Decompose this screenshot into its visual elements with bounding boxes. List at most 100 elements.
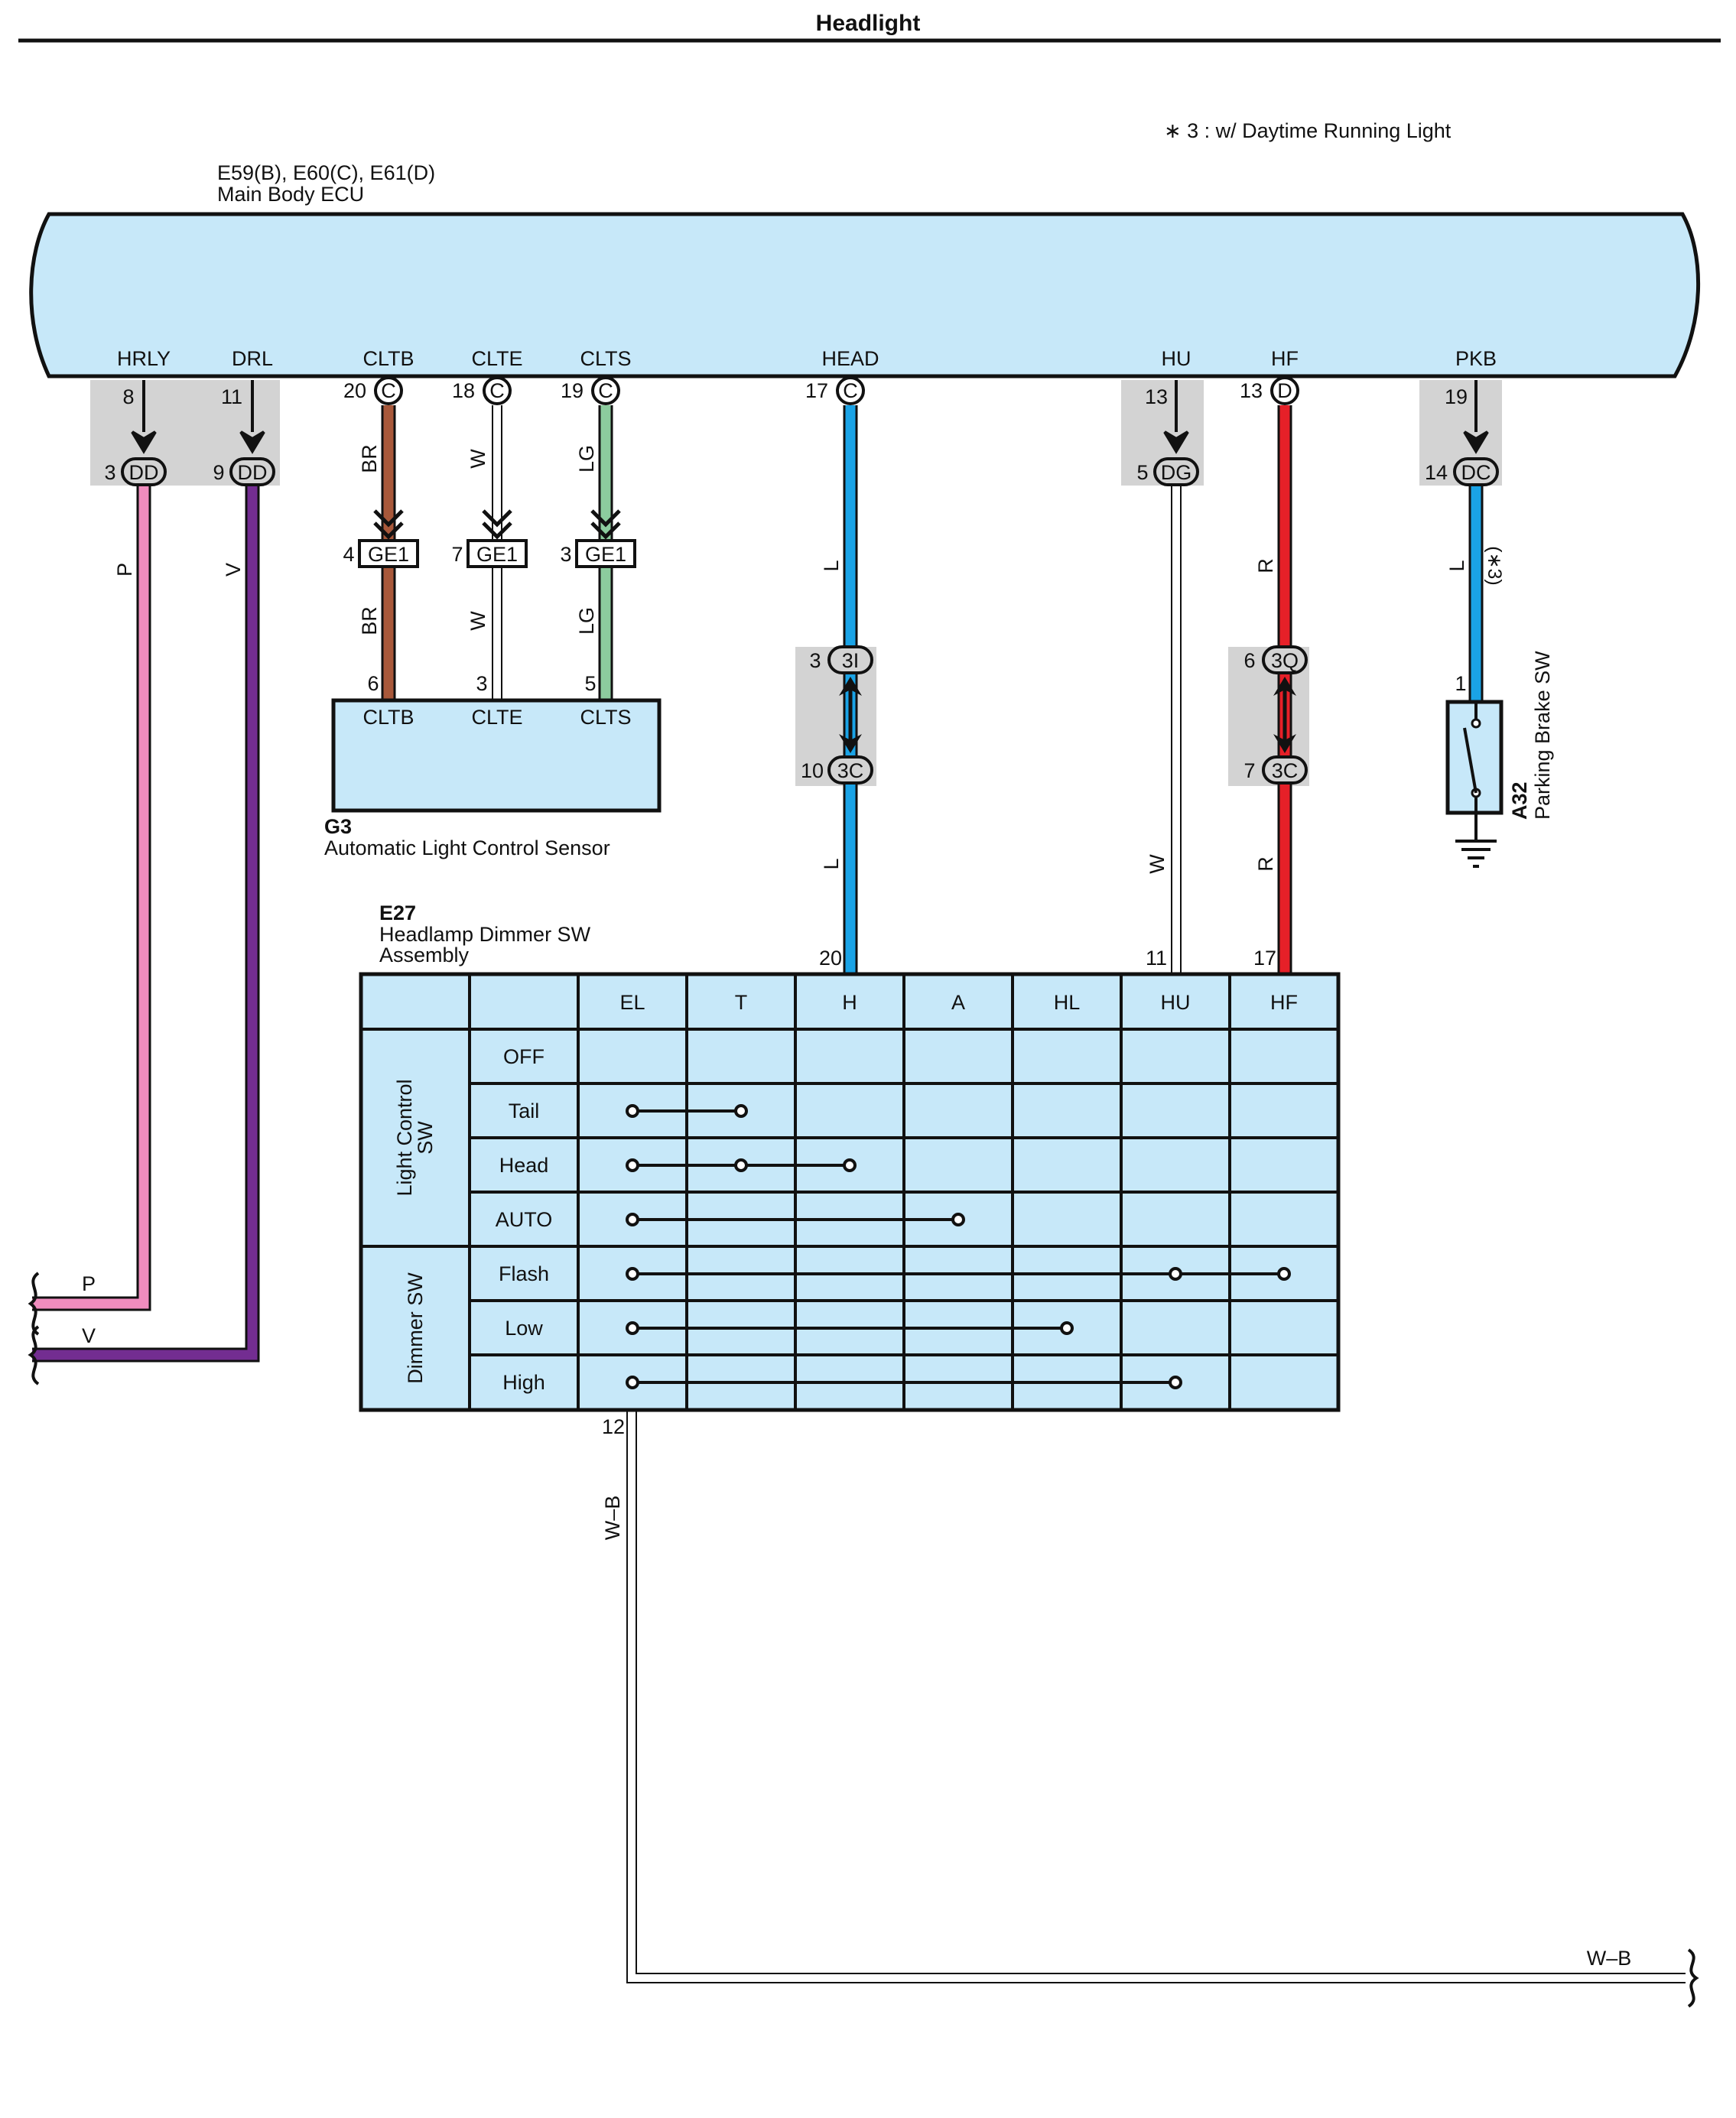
- continuity-dot: [734, 1104, 748, 1118]
- ecu-terminal-hu: HU: [1162, 347, 1191, 370]
- mid-connectors: 3I 3 3C 10 3Q 6 3C 7: [801, 645, 1308, 785]
- ecu-terminal-clte: CLTE: [471, 347, 522, 370]
- ecu-terminal-pkb: PKB: [1455, 347, 1497, 370]
- offpage-label-p: P: [82, 1272, 96, 1295]
- wire-color-labels: P V BR BR W W LG LG L L W R R L (∗3) W–B: [113, 444, 1505, 1540]
- dimmer-row-flash: Flash: [499, 1262, 549, 1285]
- dimmer-col-hf: HF: [1270, 991, 1298, 1014]
- ecu-terminal-cltb: CLTB: [362, 347, 414, 370]
- connector-3i-pin: 3: [809, 649, 821, 672]
- continuity-dot: [626, 1158, 639, 1172]
- connector-letter-hf: D: [1277, 379, 1292, 402]
- continuity-dot: [1169, 1376, 1182, 1389]
- wire-ground-fill: [628, 1411, 1686, 1982]
- ecu-pin-hu: 13: [1145, 385, 1168, 408]
- ecu-terminal-head: HEAD: [821, 347, 879, 370]
- wire-ground: [626, 1411, 1686, 1983]
- connector-3q-pin: 6: [1243, 649, 1255, 672]
- sensor-label-clte: CLTE: [471, 706, 522, 729]
- light-control-sensor: 6 3 5 CLTB CLTE CLTS G3 Automatic Light …: [324, 672, 662, 859]
- dimmer-row-off: OFF: [503, 1045, 545, 1068]
- footnote: ∗ 3 : w/ Daytime Running Light: [1164, 119, 1452, 142]
- connector-letter-head: C: [843, 379, 858, 402]
- continuity-dot: [626, 1376, 639, 1389]
- dimmer-ref: E27: [379, 901, 416, 924]
- junction-dg-pin: 5: [1136, 461, 1148, 484]
- ecu-pin-hrly: 8: [122, 385, 134, 408]
- continuity-dot: [843, 1158, 857, 1172]
- continuity-dot: [1277, 1267, 1291, 1281]
- switch-ref: A32: [1508, 781, 1531, 820]
- offpage-label-wb: W–B: [1587, 1947, 1632, 1970]
- wire-label-head-lower: L: [820, 858, 843, 869]
- wire-hrly-fill: [32, 482, 149, 1309]
- continuity-dot: [1169, 1267, 1182, 1281]
- ecu-pin-clts: 19: [561, 379, 584, 402]
- wire-label-cltb-upper: BR: [358, 444, 381, 473]
- ecu-pin-hf: 13: [1240, 379, 1263, 402]
- sensor-pin-cltb: 6: [367, 672, 379, 695]
- wire-label-hf-lower: R: [1254, 856, 1277, 872]
- arrow-down-icon: [239, 430, 265, 454]
- wire-label-clte-upper: W: [467, 449, 489, 469]
- ecu-terminal-hrly: HRLY: [117, 347, 171, 370]
- dimmer-pin-hu: 11: [1146, 947, 1167, 970]
- wire-label-clte-lower: W: [467, 611, 489, 631]
- ecu-name: Main Body ECU: [217, 183, 364, 206]
- offpage-label-v: V: [82, 1324, 96, 1347]
- dimmer-name-line2: Assembly: [379, 944, 470, 966]
- wire-drl-fill: [32, 482, 258, 1360]
- ge1-clts: GE1: [585, 543, 626, 566]
- wire-label-clts-lower: LG: [575, 607, 598, 635]
- ecu-ref: E59(B), E60(C), E61(D): [217, 161, 435, 184]
- dimmer-col-hu: HU: [1161, 991, 1191, 1014]
- continuity-dot: [951, 1213, 965, 1226]
- connector-3i: 3I: [842, 649, 860, 672]
- ecu-pin-numbers: 8 11 20 18 19 17 13 13 19: [122, 379, 1468, 408]
- switch-icon: [1463, 702, 1481, 813]
- dimmer-row-head: Head: [499, 1154, 549, 1177]
- sensor-pin-clts: 5: [584, 672, 596, 695]
- dimmer-col-hl: HL: [1054, 991, 1081, 1014]
- wire-label-hu: W: [1146, 854, 1169, 874]
- switch-pin: 1: [1455, 672, 1466, 695]
- continuity-dot: [626, 1321, 639, 1335]
- dimmer-col-h: H: [842, 991, 857, 1014]
- wire-label-drl: V: [222, 563, 245, 577]
- wave-break-icon: [28, 1272, 40, 1336]
- ge1-clte: GE1: [476, 543, 518, 566]
- wire-label-pkb: L: [1445, 560, 1468, 571]
- double-arrow-icon: [373, 509, 404, 540]
- wire-label-ground: W–B: [601, 1496, 624, 1541]
- arrow-down-icon: [131, 430, 157, 454]
- connector-3c-head: 3C: [837, 759, 864, 782]
- junction-dc-pin: 14: [1425, 461, 1448, 484]
- ge1-cltb-pin: 4: [343, 543, 354, 566]
- dimmer-col-el: EL: [619, 991, 645, 1014]
- offpage-breaks: P V W–B: [28, 1272, 1699, 2008]
- dimmer-row-high: High: [502, 1371, 545, 1394]
- dimmer-row-auto: AUTO: [496, 1208, 553, 1231]
- page-title: Headlight: [816, 11, 921, 36]
- continuity-dot: [626, 1104, 639, 1118]
- dimmer-name-line1: Headlamp Dimmer SW: [379, 923, 591, 946]
- double-arrow-icon: [590, 509, 621, 540]
- sensor-name: Automatic Light Control Sensor: [324, 836, 610, 859]
- wave-break-icon: [1687, 1948, 1699, 2008]
- parking-brake-switch: 1 A32 Parking Brake SW: [1445, 651, 1554, 868]
- continuity-dot: [626, 1267, 639, 1281]
- connector-letter-clte: C: [489, 379, 505, 402]
- junction-pills: DD 3 DD 9 DG 5 DC 14: [104, 457, 1499, 486]
- continuity-dot: [626, 1213, 639, 1226]
- dimmer-pin-head: 20: [819, 947, 842, 970]
- arrow-down-icon: [1163, 430, 1189, 454]
- ecu-pin-pkb: 19: [1445, 385, 1468, 408]
- dimmer-group-light-control-line1: Light Control: [393, 1079, 416, 1196]
- ecu-pin-drl: 11: [221, 385, 242, 408]
- connector-letter-clts: C: [598, 379, 613, 402]
- ecu-terminal-labels: HRLY DRL CLTB CLTE CLTS HEAD HU HF PKB: [117, 347, 1497, 370]
- wire-label-head-upper: L: [820, 560, 843, 571]
- arrow-down-icon: [1463, 430, 1489, 454]
- ecu-terminal-drl: DRL: [232, 347, 273, 370]
